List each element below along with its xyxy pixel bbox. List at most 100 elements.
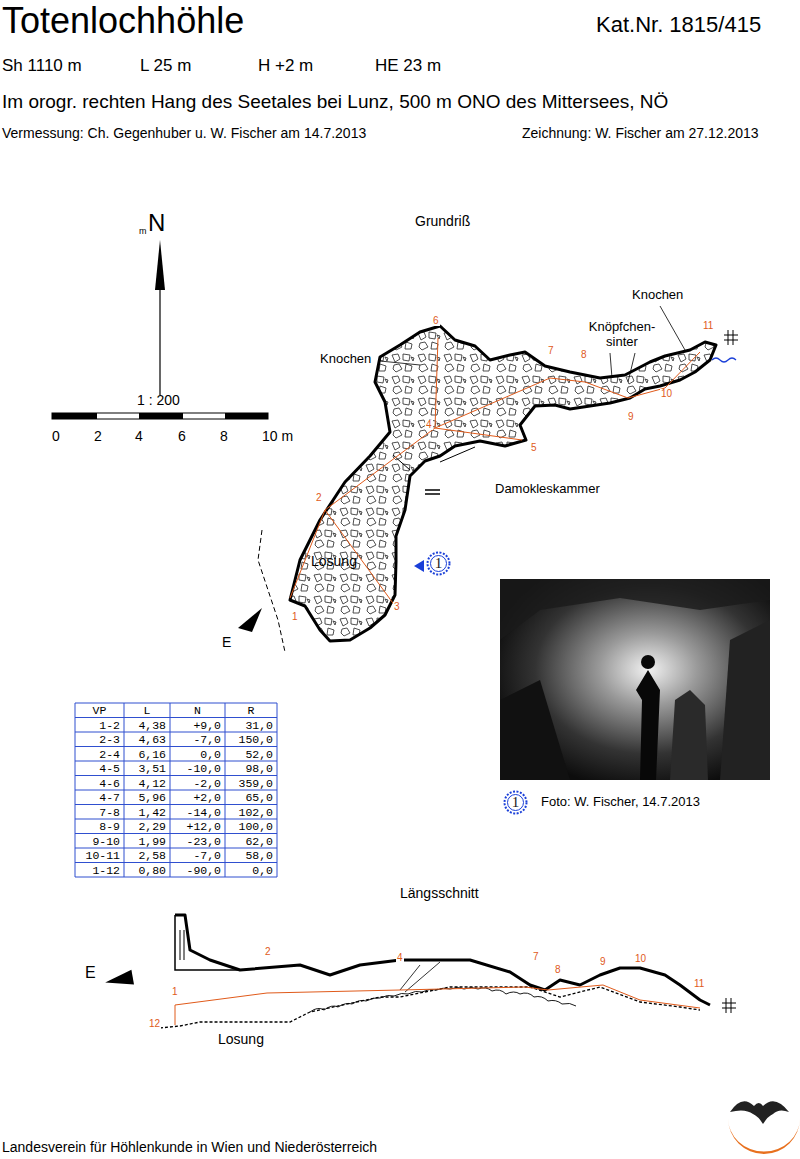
table-cell: 65,0 [245,792,273,804]
station-number: 6 [432,316,440,326]
table-cell: 100,0 [238,821,273,833]
cave-title: Totenlochhöhle [2,0,244,41]
scale-tick: 8 [220,428,228,444]
station-number: 8 [554,965,562,975]
photo-marker: 1 [503,790,528,815]
survey-line [290,510,398,610]
dripline [258,530,285,652]
table-cell: -2,0 [193,778,221,790]
table-cell: 2,58 [138,850,166,862]
table-cell: 7-8 [99,807,120,819]
station-number: 4 [425,420,433,430]
table-rule [75,717,277,718]
table-cell: 62,0 [245,836,273,848]
marker-number: 1 [512,794,520,811]
table-cell: 1-2 [99,720,120,732]
survey-credit: Vermessung: Ch. Gegenhuber u. W. Fischer… [2,125,366,141]
table-cell: 1,99 [138,836,166,848]
table-cell: 2-4 [99,749,120,761]
north-arrowhead [155,240,165,290]
scale-tick: 0 [52,428,60,444]
table-header: VP [93,705,107,717]
continuation-symbol [724,330,738,345]
table-rule [277,703,278,877]
table-cell: 6,16 [138,749,166,761]
table-cell: 1-12 [92,865,120,877]
survey-table-grid [75,703,277,877]
height: H +2 m [258,56,313,76]
table-cell: 1,42 [138,807,166,819]
table-cell: 9-10 [92,836,120,848]
table-rule [75,732,277,733]
publisher: Landesverein für Höhlenkunde in Wien und… [2,1139,377,1155]
table-cell: 4,12 [138,778,166,790]
table-rule [75,819,277,820]
table-rule [75,775,277,776]
table-rule [124,703,125,877]
station-number: 7 [547,346,555,356]
station-number: 7 [532,952,540,962]
table-cell: 0,80 [138,865,166,877]
leader-line [380,361,420,365]
view-heading: Grundriß [415,213,470,229]
station-number: 10 [634,954,647,964]
scale-tick: 4 [135,428,143,444]
table-rule [75,746,277,747]
photo-marker: 1 [426,551,451,576]
catalog-number: Kat.Nr. 1815/415 [596,12,761,37]
east-label: E [222,634,231,650]
scale-tick: 2 [94,428,102,444]
scale-tick: 6 [178,428,186,444]
station-number: 2 [264,947,272,957]
feature-label: Knochen [632,288,683,303]
station-number: 12 [148,1019,161,1029]
view-heading: Längsschnitt [400,885,479,901]
table-cell: 3,51 [138,763,166,775]
sea-level: Sh 1110 m [2,56,82,76]
table-cell: +9,0 [193,720,221,732]
table-cell: +12,0 [186,821,221,833]
station-number: 8 [580,350,588,360]
drawing-credit: Zeichnung: W. Fischer am 27.12.2013 [522,125,759,141]
length: L 25 m [140,56,191,76]
table-cell: 359,0 [238,778,273,790]
table-cell: 102,0 [238,807,273,819]
table-rule [75,848,277,849]
table-rule [225,703,226,877]
table-rule [75,790,277,791]
marker-number: 1 [435,555,443,572]
table-cell: 2,29 [138,821,166,833]
table-cell: 4,63 [138,734,166,746]
station-number: 5 [530,443,538,453]
station-number: 9 [627,412,635,422]
feature-label: Losung [218,1031,264,1047]
water-symbol [712,358,736,362]
table-rule [75,877,277,878]
table-cell: -10,0 [186,763,221,775]
table-rule [75,761,277,762]
table-cell: -7,0 [193,734,221,746]
table-cell: 10-11 [85,850,120,862]
section-ceiling [175,915,710,1005]
chamber-name: Damokleskammer [495,482,600,497]
station-number: 3 [393,602,401,612]
station-number: 9 [599,957,607,967]
table-header: R [248,705,255,717]
table-cell: 31,0 [245,720,273,732]
table-rule [75,862,277,863]
table-rule [75,703,277,704]
table-cell: -14,0 [186,807,221,819]
club-logo [728,1118,800,1154]
table-cell: +2,0 [193,792,221,804]
section-floor [160,987,700,1028]
scale-ratio: 1 : 200 [137,392,180,408]
station-number: 4 [396,953,404,963]
table-cell: 4-5 [99,763,120,775]
extent: HE 23 m [375,56,441,76]
table-cell: -90,0 [186,865,221,877]
table-cell: 52,0 [245,749,273,761]
table-cell: 98,0 [245,763,273,775]
station-number: 11 [702,321,714,331]
north-suffix: m [139,226,147,236]
